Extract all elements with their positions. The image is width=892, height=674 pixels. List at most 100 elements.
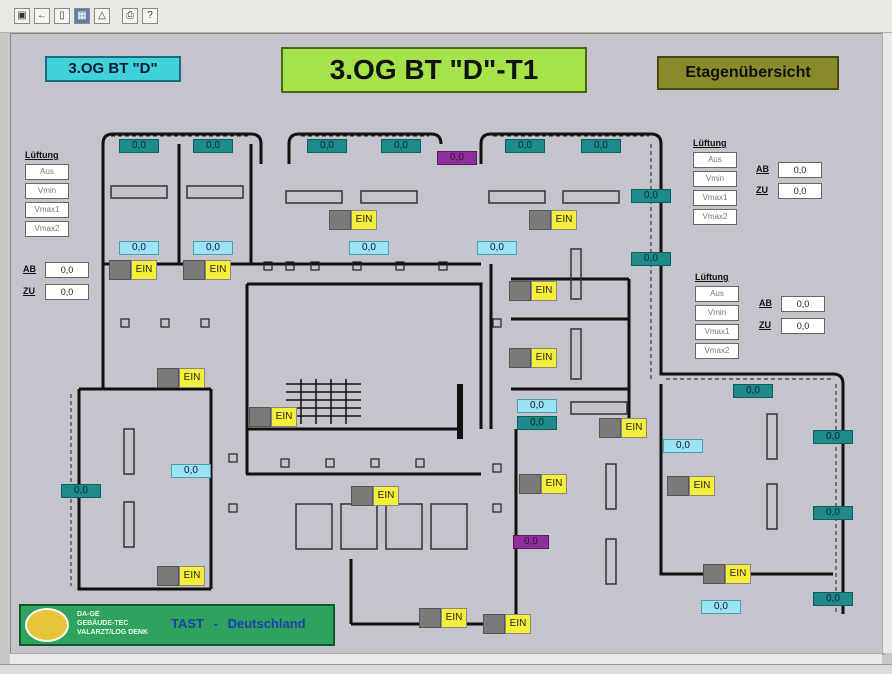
ventilation-panel-right-mid: Lüftung Aus Vmin Vmax1 Vmax2 xyxy=(695,272,743,362)
ein-status[interactable]: EIN xyxy=(599,418,647,438)
mode-aus-button[interactable]: Aus xyxy=(25,164,69,180)
duct-readout[interactable]: 0,0 xyxy=(813,506,853,520)
ein-indicator-off xyxy=(667,476,689,496)
ab-label: AB xyxy=(756,164,769,174)
duct-readout[interactable]: 0,0 xyxy=(733,384,773,398)
ventilation-title: Lüftung xyxy=(693,138,727,148)
duct-readout[interactable]: 0,0 xyxy=(381,139,421,153)
room-readout[interactable]: 0,0 xyxy=(663,439,703,453)
ein-label: EIN xyxy=(531,348,557,368)
mode-vmin-button[interactable]: Vmin xyxy=(695,305,739,321)
back-icon[interactable]: ← xyxy=(34,8,50,24)
mode-vmax1-button[interactable]: Vmax1 xyxy=(693,190,737,206)
damper-readout[interactable]: 0,0 xyxy=(437,151,477,165)
room-readout[interactable]: 0,0 xyxy=(171,464,211,478)
ein-status[interactable]: EIN xyxy=(249,407,297,427)
page-icon[interactable]: ▯ xyxy=(54,8,70,24)
mode-vmin-button[interactable]: Vmin xyxy=(25,183,69,199)
ein-status[interactable]: EIN xyxy=(329,210,377,230)
ein-status[interactable]: EIN xyxy=(157,368,205,388)
floor-plan-canvas: 3.OG BT "D" 3.OG BT "D"-T1 Etagenübersic… xyxy=(10,33,884,655)
ein-status[interactable]: EIN xyxy=(483,614,531,634)
room-readout[interactable]: 0,0 xyxy=(517,399,557,413)
ein-status[interactable]: EIN xyxy=(351,486,399,506)
status-bar xyxy=(0,664,892,674)
ein-status[interactable]: EIN xyxy=(509,348,557,368)
print-icon[interactable]: ⎙ xyxy=(122,8,138,24)
zu-value: 0,0 xyxy=(781,318,825,334)
floor-plan-drawing xyxy=(70,132,845,626)
duct-readout[interactable]: 0,0 xyxy=(61,484,101,498)
alarm-bell-icon[interactable]: △ xyxy=(94,8,110,24)
mode-vmin-button[interactable]: Vmin xyxy=(693,171,737,187)
duct-readout[interactable]: 0,0 xyxy=(119,139,159,153)
duct-readout[interactable]: 0,0 xyxy=(631,189,671,203)
duct-readout[interactable]: 0,0 xyxy=(631,252,671,266)
ein-status[interactable]: EIN xyxy=(529,210,577,230)
ein-label: EIN xyxy=(441,608,467,628)
company-logo-icon xyxy=(25,608,69,642)
ein-indicator-off xyxy=(483,614,505,634)
open-icon[interactable]: ▣ xyxy=(14,8,30,24)
duct-readout[interactable]: 0,0 xyxy=(517,416,557,430)
duct-readout[interactable]: 0,0 xyxy=(581,139,621,153)
ein-indicator-off xyxy=(419,608,441,628)
ein-indicator-off xyxy=(509,348,531,368)
floor-icon[interactable]: ▦ xyxy=(74,8,90,24)
ein-label: EIN xyxy=(541,474,567,494)
vertical-scrollbar[interactable] xyxy=(882,33,892,653)
duct-readout[interactable]: 0,0 xyxy=(307,139,347,153)
mode-vmax2-button[interactable]: Vmax2 xyxy=(693,209,737,225)
duct-readout[interactable]: 0,0 xyxy=(813,592,853,606)
damper-readout[interactable]: 0,0 xyxy=(513,535,549,549)
ein-indicator-off xyxy=(157,566,179,586)
room-readout[interactable]: 0,0 xyxy=(119,241,159,255)
ein-status[interactable]: EIN xyxy=(419,608,467,628)
room-readout[interactable]: 0,0 xyxy=(349,241,389,255)
duct-readout[interactable]: 0,0 xyxy=(193,139,233,153)
ein-status[interactable]: EIN xyxy=(667,476,715,496)
ab-value: 0,0 xyxy=(781,296,825,312)
ein-status[interactable]: EIN xyxy=(109,260,157,280)
floor-short-label[interactable]: 3.OG BT "D" xyxy=(45,56,181,82)
zu-label: ZU xyxy=(756,185,768,195)
zu-value: 0,0 xyxy=(778,183,822,199)
ein-label: EIN xyxy=(689,476,715,496)
ab-value: 0,0 xyxy=(45,262,89,278)
ein-indicator-off xyxy=(519,474,541,494)
floor-overview-button[interactable]: Etagenübersicht xyxy=(657,56,839,90)
ein-indicator-off xyxy=(529,210,551,230)
room-readout[interactable]: 0,0 xyxy=(193,241,233,255)
room-readout[interactable]: 0,0 xyxy=(477,241,517,255)
page-title: 3.OG BT "D"-T1 xyxy=(281,47,587,93)
help-icon[interactable]: ? xyxy=(142,8,158,24)
ein-indicator-off xyxy=(509,281,531,301)
ein-status[interactable]: EIN xyxy=(183,260,231,280)
mode-vmax1-button[interactable]: Vmax1 xyxy=(695,324,739,340)
ein-status[interactable]: EIN xyxy=(157,566,205,586)
ein-status[interactable]: EIN xyxy=(519,474,567,494)
zu-value: 0,0 xyxy=(45,284,89,300)
ein-label: EIN xyxy=(373,486,399,506)
ventilation-title: Lüftung xyxy=(695,272,729,282)
brand-separator: - xyxy=(213,616,218,631)
mode-aus-button[interactable]: Aus xyxy=(695,286,739,302)
horizontal-scrollbar[interactable] xyxy=(10,653,882,664)
mode-vmax1-button[interactable]: Vmax1 xyxy=(25,202,69,218)
ein-status[interactable]: EIN xyxy=(509,281,557,301)
brand-name: TAST xyxy=(171,616,204,631)
ab-value: 0,0 xyxy=(778,162,822,178)
duct-readout[interactable]: 0,0 xyxy=(813,430,853,444)
mode-aus-button[interactable]: Aus xyxy=(693,152,737,168)
mode-vmax2-button[interactable]: Vmax2 xyxy=(695,343,739,359)
brand-country: Deutschland xyxy=(227,616,306,631)
room-readout[interactable]: 0,0 xyxy=(701,600,741,614)
ein-label: EIN xyxy=(725,564,751,584)
ein-label: EIN xyxy=(531,281,557,301)
ein-status[interactable]: EIN xyxy=(703,564,751,584)
duct-readout[interactable]: 0,0 xyxy=(505,139,545,153)
company-line: DA-GE xyxy=(77,611,100,618)
ein-indicator-off xyxy=(249,407,271,427)
mode-vmax2-button[interactable]: Vmax2 xyxy=(25,221,69,237)
